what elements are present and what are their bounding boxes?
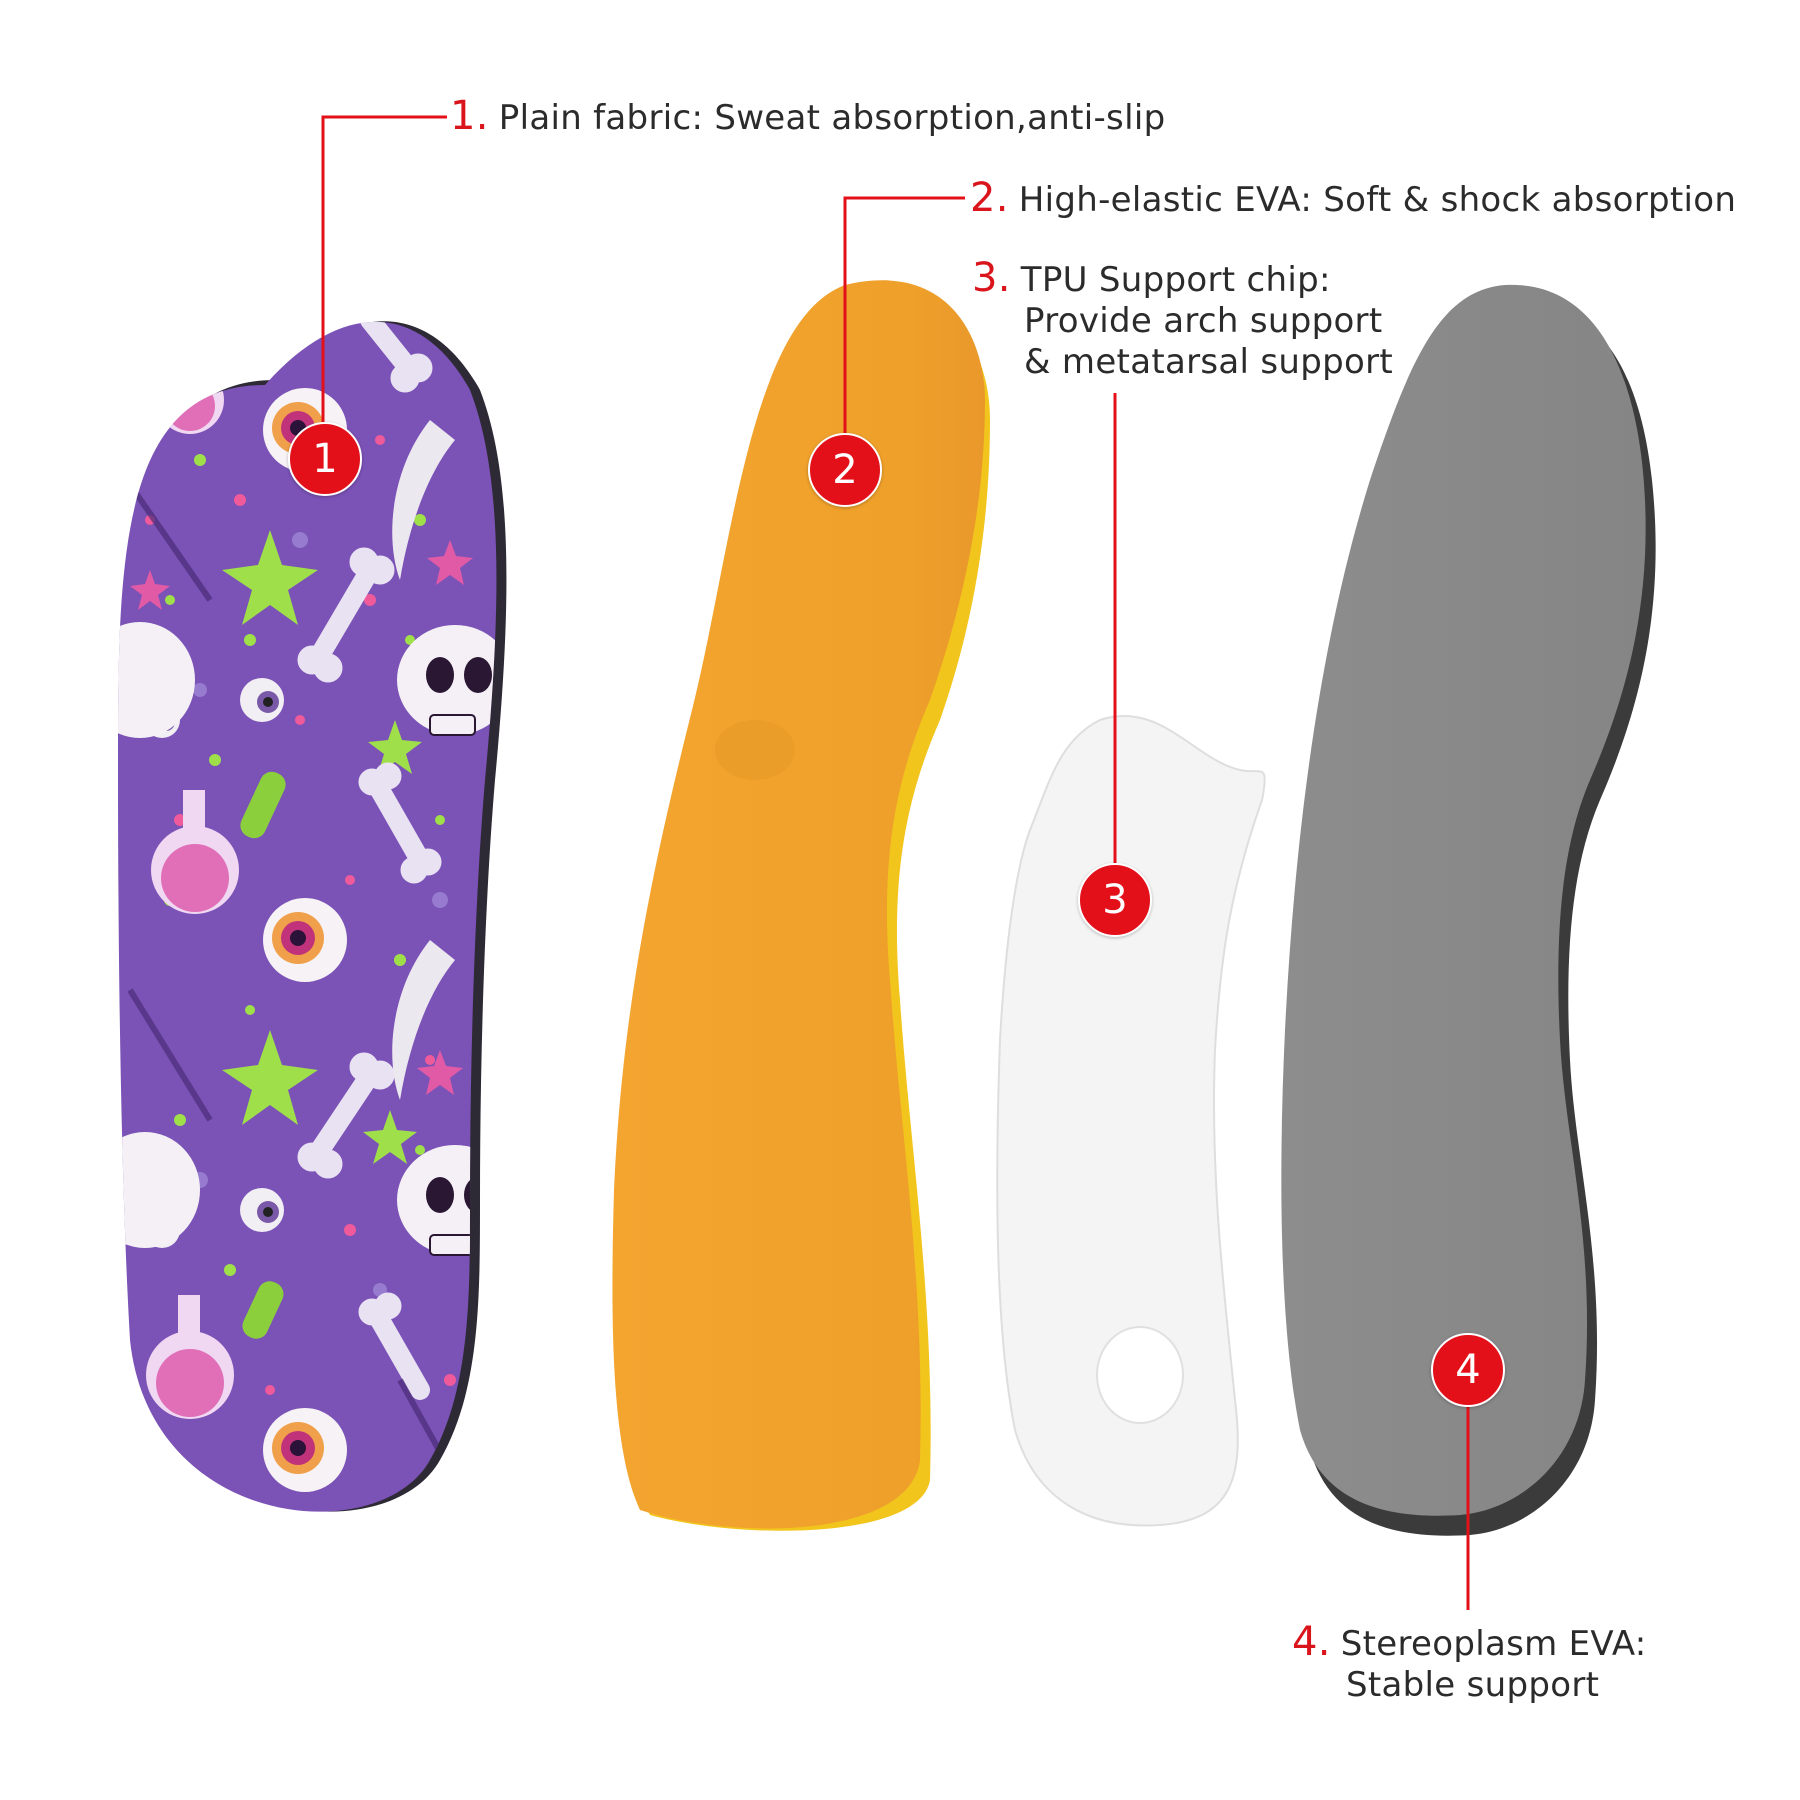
callout-text: Plain fabric: Sweat absorption,anti-slip xyxy=(498,98,1166,138)
callout-number: 1. xyxy=(450,93,489,139)
star-icon xyxy=(222,530,422,1164)
callout-text: Stereoplasm EVA: xyxy=(1340,1624,1647,1664)
leader-line-2 xyxy=(843,196,965,468)
callout-number: 4. xyxy=(1292,1619,1331,1665)
callout-number: 3. xyxy=(972,255,1011,301)
marker-1-badge: 1 xyxy=(288,422,362,496)
callout-text: & metatarsal support xyxy=(1024,342,1394,382)
stereoplasm-base-layer xyxy=(1281,284,1656,1536)
scythe-icon xyxy=(392,420,455,1100)
eva-foam-layer xyxy=(612,280,990,1531)
callout-3-label: 3.TPU Support chip: Provide arch support… xyxy=(972,258,1393,383)
marker-3-badge: 3 xyxy=(1078,863,1152,937)
star-icon xyxy=(130,540,473,1095)
callout-text: Provide arch support xyxy=(1024,301,1383,341)
callout-4-label: 4.Stereoplasm EVA: Stable support xyxy=(1292,1622,1647,1706)
callout-number: 2. xyxy=(970,175,1009,221)
callout-2-label: 2.High-elastic EVA: Soft & shock absorpt… xyxy=(970,178,1736,221)
callout-1-label: 1.Plain fabric: Sweat absorption,anti-sl… xyxy=(450,96,1165,139)
callout-text: High-elastic EVA: Soft & shock absorptio… xyxy=(1018,180,1737,220)
fabric-insole-layer xyxy=(118,321,507,1512)
marker-2-badge: 2 xyxy=(808,433,882,507)
marker-4-badge: 4 xyxy=(1431,1333,1505,1407)
leader-lines xyxy=(321,115,1470,1610)
leader-line-1 xyxy=(321,115,447,450)
callout-text: TPU Support chip: xyxy=(1020,260,1331,300)
bone-icon xyxy=(297,321,442,1400)
tpu-support-chip xyxy=(996,714,1266,1527)
zombie-finger-icon xyxy=(240,771,286,1339)
callout-text: Stable support xyxy=(1346,1665,1600,1705)
